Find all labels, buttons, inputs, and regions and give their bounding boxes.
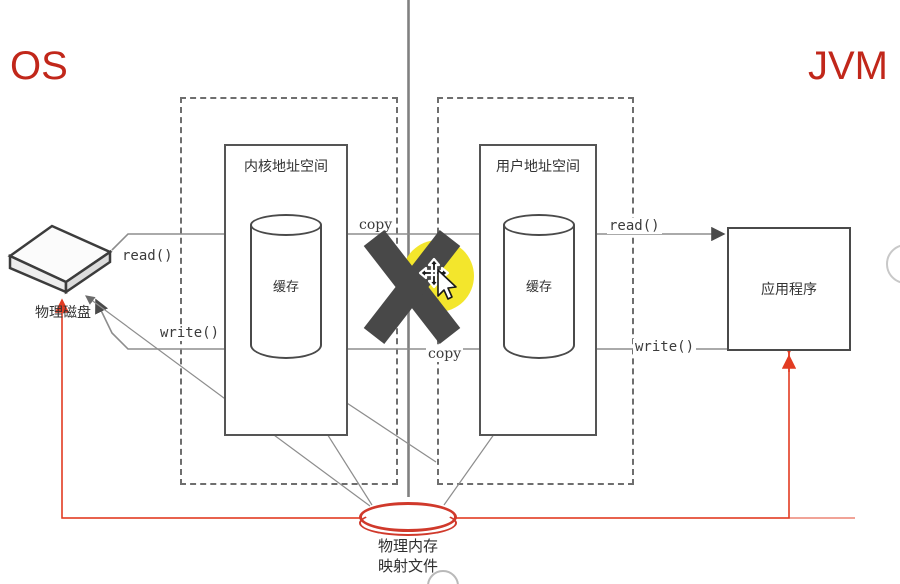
user-address-space-title: 用户地址空间 <box>496 159 580 175</box>
user-cache-cylinder-body <box>503 225 575 359</box>
app-read-label: read() <box>607 218 662 234</box>
cross-mark-icon <box>363 230 461 350</box>
os-jvm-divider <box>407 0 410 497</box>
app-write-label: write() <box>633 339 697 355</box>
os-label: OS <box>10 44 68 88</box>
user-cache-cylinder: 缓存 <box>503 214 575 369</box>
disk-write-label: write() <box>158 325 222 341</box>
application-program-box: 应用程序 <box>727 227 851 351</box>
kernel-address-space-title: 内核地址空间 <box>244 159 328 175</box>
user-cache-label: 缓存 <box>525 280 552 295</box>
user-cache-cylinder-top <box>503 214 575 236</box>
mapped-file-label-line2: 映射文件 <box>377 557 438 576</box>
mapped-file-label: 物理内存 映射文件 <box>334 536 482 577</box>
copy-top-label: copy <box>357 217 395 233</box>
kernel-cache-cylinder: 缓存 <box>250 214 322 369</box>
physical-disk-label: 物理磁盘 <box>35 305 91 321</box>
kernel-cache-label: 缓存 <box>272 280 299 295</box>
application-program-label: 应用程序 <box>761 282 817 298</box>
user-address-space-box: 用户地址空间 <box>479 144 597 436</box>
move-cursor-icon <box>418 256 466 304</box>
mapped-file-ellipse-shadow <box>359 510 457 536</box>
jvm-label: JVM <box>808 44 888 88</box>
copy-bottom-label: copy <box>426 346 464 362</box>
disk-read-label: read() <box>120 248 175 264</box>
physical-disk-icon <box>6 222 114 295</box>
kernel-cache-cylinder-top <box>250 214 322 236</box>
kernel-cache-cylinder-body <box>250 225 322 359</box>
mapped-file-label-line1: 物理内存 <box>377 537 438 555</box>
